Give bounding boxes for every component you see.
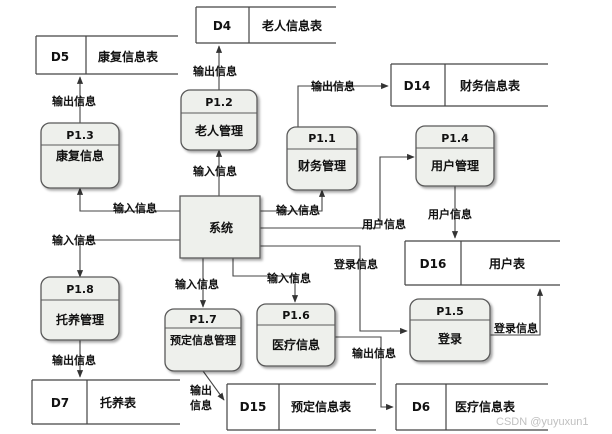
store-name: 用户表: [488, 256, 526, 271]
system-label: 系统: [209, 220, 233, 235]
store-name: 托养表: [100, 395, 137, 410]
flow-labels: 输出信息 输出信息 输出信息 输入信息 输入信息 输入信息 用户信息 用户信息 …: [52, 64, 538, 412]
flow-system-p14: [260, 153, 415, 229]
process-id: P1.4: [441, 132, 469, 145]
store-d6: D6 医疗信息表: [395, 383, 548, 431]
store-id: D4: [213, 19, 231, 33]
process-id: P1.7: [189, 313, 217, 326]
flow-p15-d16: [490, 288, 544, 336]
store-id: D7: [51, 396, 69, 410]
store-id: D15: [240, 400, 267, 414]
process-p15: P1.5 登录: [409, 298, 491, 362]
process-p16: P1.6 医疗信息: [256, 303, 336, 367]
process-id: P1.2: [205, 96, 233, 109]
flow-label: 输入信息: [175, 277, 219, 291]
system-box: 系统: [179, 195, 261, 259]
flow-label: 输出信息: [193, 64, 237, 78]
flow-label-line: 信息: [190, 398, 212, 412]
flow-system-p15: [260, 245, 408, 335]
process-id: P1.3: [66, 129, 94, 142]
process-name: 康复信息: [56, 148, 104, 163]
flow-label-multiline: 输出信息: [190, 383, 212, 412]
flow-label-line: 输出: [190, 383, 212, 397]
flow-label: 登录信息: [333, 257, 378, 271]
flow-label: 输出信息: [352, 346, 396, 360]
store-d14: D14 财务信息表: [390, 63, 548, 107]
process-name: 登录: [437, 331, 462, 346]
flow-label: 输入信息: [193, 164, 237, 178]
store-d7: D7 托养表: [31, 379, 180, 425]
watermark: CSDN @yuyuxun1: [496, 416, 588, 428]
store-name: 预定信息表: [291, 399, 352, 414]
flow-label: 输出信息: [52, 353, 96, 367]
flow-label: 用户信息: [428, 207, 472, 221]
store-d5: D5 康复信息表: [35, 35, 178, 75]
process-p14: P1.4 用户管理: [415, 125, 495, 187]
process-p11: P1.1 财务管理: [286, 126, 358, 191]
flow-label: 登录信息: [493, 321, 538, 335]
flow-label: 输入信息: [276, 203, 320, 217]
store-name: 财务信息表: [459, 78, 521, 93]
process-id: P1.5: [436, 305, 464, 318]
flow-system-p16: [232, 258, 299, 303]
process-p18: P1.8 托养管理: [40, 276, 120, 341]
process-id: P1.6: [282, 309, 310, 322]
flow-label: 输出信息: [52, 94, 96, 108]
flow-label: 输出信息: [311, 79, 355, 93]
store-d15: D15 预定信息表: [226, 383, 376, 431]
flow-system-p11: [260, 189, 326, 212]
process-p17: P1.7 预定信息管理: [164, 308, 242, 372]
store-id: D16: [420, 257, 447, 271]
store-name: 老人信息表: [262, 18, 323, 33]
flow-lines: [76, 45, 544, 411]
flow-system-p13: [76, 187, 180, 212]
process-id: P1.8: [66, 283, 94, 296]
store-name: 康复信息表: [98, 49, 159, 64]
flow-system-p18: [76, 239, 180, 278]
process-id: P1.1: [308, 132, 336, 145]
flow-p11-d14: [297, 82, 389, 127]
process-name: 用户管理: [430, 158, 479, 173]
store-id: D5: [51, 50, 69, 64]
process-name: 财务管理: [297, 158, 346, 173]
flow-p16-d6: [335, 336, 394, 411]
process-p12: P1.2 老人管理: [180, 89, 258, 151]
flow-label: 输入信息: [267, 271, 311, 285]
store-name: 医疗信息表: [455, 399, 516, 414]
process-name: 托养管理: [56, 312, 104, 327]
process-name: 老人管理: [195, 123, 243, 138]
process-name: 医疗信息: [272, 337, 320, 352]
store-d4: D4 老人信息表: [195, 6, 336, 44]
process-p13: P1.3 康复信息: [40, 122, 120, 189]
store-id: D6: [412, 400, 430, 414]
store-id: D14: [404, 79, 431, 93]
flow-p17-d15: [202, 370, 225, 401]
process-name: 预定信息管理: [170, 333, 236, 347]
store-d16: D16 用户表: [404, 240, 560, 286]
flow-label: 用户信息: [362, 217, 406, 231]
flow-label: 输入信息: [113, 201, 157, 215]
flow-label: 输入信息: [52, 233, 96, 247]
